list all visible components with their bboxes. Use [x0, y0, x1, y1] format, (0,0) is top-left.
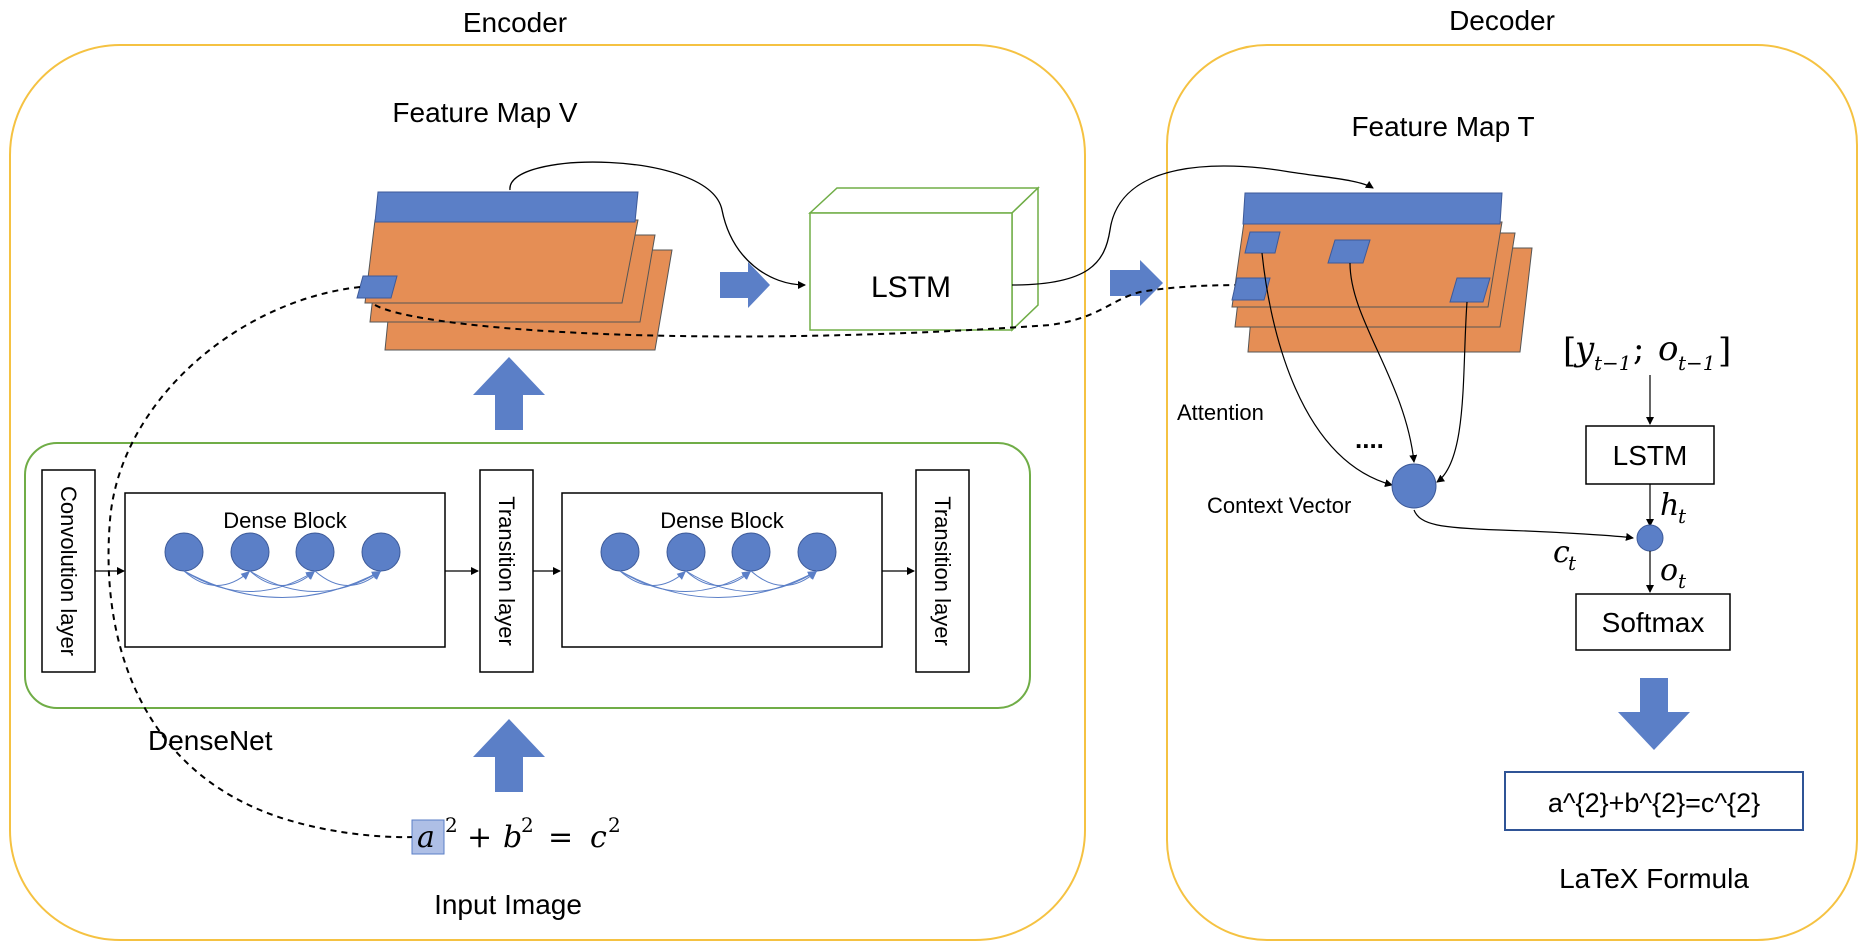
svg-text:h: h [1660, 488, 1679, 523]
dense-block-2-label: Dense Block [660, 508, 785, 533]
dense-block-2-nodes [600, 532, 837, 598]
dense-block-1-label: Dense Block [223, 508, 348, 533]
softmax-box [1575, 593, 1731, 651]
input-b: b [503, 820, 522, 855]
arrow-down-icon [1618, 678, 1690, 750]
attention-line-2 [1349, 262, 1418, 463]
feature-map-v-label: Feature Map V [392, 97, 578, 128]
feature-map-v [356, 191, 673, 351]
svg-text:c: c [1553, 535, 1570, 570]
input-image-label: Input Image [434, 889, 582, 920]
dense-block-1-nodes [164, 532, 401, 598]
attention-line-1 [1261, 252, 1393, 488]
feature-cell-t-2 [1327, 239, 1371, 264]
densenet-label: DenseNet [148, 725, 273, 756]
h-t-symbol: h t [1660, 488, 1687, 528]
c-t-symbol: c t [1553, 535, 1577, 575]
transition-layer-2 [915, 469, 970, 673]
flow-lstm-to-t [1011, 165, 1374, 286]
convolution-layer-label: Convolution layer [56, 486, 81, 656]
transition-layer-2-label: Transition layer [930, 496, 955, 646]
convolution-layer [41, 469, 96, 673]
transition-layer-1 [479, 469, 534, 673]
dashed-correspondence-vt [374, 284, 1246, 338]
svg-text:;: ; [1633, 329, 1644, 369]
input-c-sup: 2 [608, 813, 621, 837]
arrow-up-icon [473, 719, 545, 792]
encoder-title: Encoder [463, 7, 567, 38]
feature-cell-t-1 [1244, 231, 1281, 254]
input-equals: = [548, 820, 573, 855]
decoder-title: Decoder [1449, 5, 1555, 36]
feature-cell-t-3 [1449, 277, 1491, 303]
svg-text:y: y [1573, 329, 1595, 369]
context-vector-node [1391, 463, 1437, 509]
context-vector-label: Context Vector [1207, 493, 1351, 518]
input-plus: + [467, 820, 492, 855]
input-a-sup: 2 [445, 813, 458, 837]
attention-line-3 [1436, 301, 1468, 483]
densenet-container [24, 442, 1031, 709]
arrow-right-icon [720, 262, 770, 308]
feature-map-t [1231, 192, 1533, 353]
flow-ct [1413, 509, 1634, 541]
decoder-panel [1166, 44, 1858, 941]
feature-cell-v [356, 275, 398, 299]
flow-v-to-lstm [509, 161, 806, 289]
o-t-symbol: o t [1660, 553, 1687, 593]
output-formula-box [1504, 771, 1804, 831]
svg-text:t: t [1678, 504, 1687, 528]
output-formula: a^{2}+b^{2}=c^{2} [1548, 788, 1760, 818]
svg-text:o: o [1660, 553, 1678, 588]
input-c: c [590, 820, 607, 855]
svg-text:t: t [1568, 551, 1577, 575]
svg-text:]: ] [1718, 331, 1731, 371]
encoder-lstm-box [808, 186, 1040, 332]
svg-text:o: o [1658, 329, 1678, 369]
svg-text:t−1: t−1 [1678, 351, 1716, 375]
attention-label: Attention [1177, 400, 1264, 425]
feature-cell-t-4 [1231, 277, 1271, 301]
arrow-right-icon [1110, 260, 1163, 306]
decoder-input-symbol: [ y t−1 ; o t−1 ] [1563, 329, 1731, 375]
svg-text:t: t [1678, 569, 1687, 593]
svg-text:t−1: t−1 [1594, 351, 1632, 375]
svg-text:[: [ [1563, 331, 1576, 371]
softmax-label: Softmax [1602, 607, 1705, 638]
encoder-lstm-label: LSTM [871, 271, 951, 304]
input-image: a 2 + b 2 = c 2 [411, 813, 621, 855]
input-b-sup: 2 [521, 813, 534, 837]
combine-node [1636, 524, 1664, 552]
arrow-up-icon [473, 357, 545, 430]
decoder-lstm-label: LSTM [1613, 440, 1688, 471]
feature-map-t-label: Feature Map T [1351, 111, 1534, 142]
latex-formula-label: LaTeX Formula [1559, 863, 1749, 894]
encoder-panel [9, 44, 1086, 941]
input-a: a [417, 820, 435, 855]
attention-ellipsis: .... [1355, 424, 1384, 454]
input-cell-highlight [411, 819, 445, 855]
decoder-lstm-box [1585, 425, 1715, 485]
transition-layer-1-label: Transition layer [494, 496, 519, 646]
